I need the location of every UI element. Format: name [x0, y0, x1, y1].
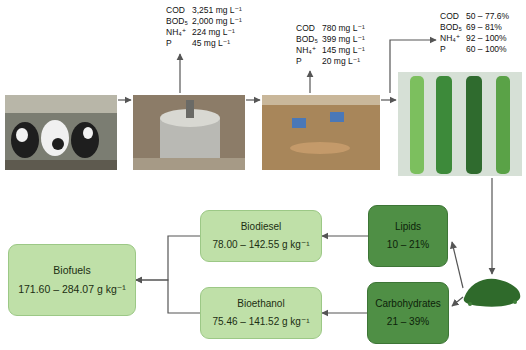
flow-arrow — [118, 99, 131, 100]
parameter-value: 3,251 mg L⁻¹ — [192, 6, 242, 15]
powder-grain — [468, 302, 472, 306]
cow — [71, 122, 99, 158]
process-arrows — [118, 40, 492, 306]
barn-roof — [5, 95, 117, 113]
node-value: 78.00 – 142.55 g kg⁻¹ — [212, 239, 309, 252]
lagoon-photo — [262, 95, 380, 170]
parameter-value: 69 – 81% — [466, 23, 502, 32]
node-heading: Carbohydrates — [375, 298, 441, 311]
leader-line — [390, 40, 436, 93]
flow-connector — [136, 280, 200, 313]
algae-powder — [464, 279, 521, 307]
cows-photo — [5, 95, 117, 170]
reactor-tube — [466, 76, 482, 174]
parameter-name: BOD₅ — [296, 35, 318, 44]
cow-patch — [83, 127, 93, 139]
aerator — [330, 112, 344, 122]
total-box: Biofuels 171.60 – 284.07 g kg⁻¹ — [8, 244, 136, 316]
parameter-name: P — [166, 39, 172, 48]
flow-connector — [136, 236, 200, 280]
component-box: Lipids 10 – 21% — [368, 205, 448, 267]
leader-line — [179, 54, 180, 93]
parameter-value: 780 mg L⁻¹ — [322, 24, 365, 33]
photo-ground — [5, 95, 117, 170]
reactor-tube — [496, 76, 510, 174]
aerator — [292, 118, 306, 128]
parameter-value: 224 mg L⁻¹ — [192, 28, 235, 37]
parameter-value: 50 – 77.6% — [466, 12, 509, 21]
parameter-name: BOD₅ — [440, 23, 462, 32]
photo-ground — [398, 72, 522, 176]
node-heading: Biodiesel — [241, 221, 282, 234]
parameter-value: 45 mg L⁻¹ — [192, 39, 230, 48]
node-heading: Bioethanol — [237, 298, 284, 311]
component-box: Carbohydrates 21 – 39% — [367, 282, 449, 344]
parameter-name: P — [296, 57, 302, 66]
node-value: 171.60 – 284.07 g kg⁻¹ — [18, 283, 126, 296]
product-box: Bioethanol 75.46 – 141.52 g kg⁻¹ — [200, 287, 322, 339]
cow-patch — [52, 138, 64, 150]
reactor-tube — [410, 76, 424, 174]
parameter-value: 20 mg L⁻¹ — [322, 57, 360, 66]
photobioreactor-photo — [398, 72, 522, 176]
lagoon-water — [262, 95, 380, 170]
tank-photo — [133, 95, 245, 170]
barn-floor — [5, 160, 117, 170]
parameter-value: 92 – 100% — [466, 34, 507, 43]
flow-connector — [322, 312, 367, 313]
leader-line — [309, 71, 310, 93]
parameter-name: COD — [166, 6, 185, 15]
flow-connector — [322, 235, 368, 236]
reactor-tube — [436, 76, 452, 174]
parameter-value: 145 mg L⁻¹ — [322, 46, 365, 55]
parameter-value: 399 mg L⁻¹ — [322, 35, 365, 44]
parameter-name: COD — [296, 24, 315, 33]
node-value: 75.46 – 141.52 g kg⁻¹ — [212, 316, 309, 329]
powder-grain — [513, 300, 517, 304]
parameter-value: 60 – 100% — [466, 45, 507, 54]
node-value: 10 – 21% — [387, 239, 429, 252]
parameter-name: BOD₅ — [166, 17, 188, 26]
parameter-name: NH₄⁺ — [296, 46, 316, 55]
flow-arrow — [452, 297, 463, 306]
tank-floor — [133, 158, 245, 170]
node-value: 21 – 39% — [387, 316, 429, 329]
cow — [41, 120, 69, 156]
flow-arrow — [491, 178, 492, 274]
parameter-name: NH₄⁺ — [440, 34, 460, 43]
lagoon-foam — [290, 142, 350, 154]
product-box: Biodiesel 78.00 – 142.55 g kg⁻¹ — [200, 210, 322, 262]
photo-ground — [133, 95, 245, 170]
parameter-name: P — [440, 45, 446, 54]
parameter-name: COD — [440, 12, 459, 21]
flow-arrow — [381, 99, 396, 100]
cow-patch — [16, 128, 28, 142]
lagoon-bank — [262, 95, 380, 105]
powder-pile — [464, 279, 521, 307]
parameter-value: 2,000 mg L⁻¹ — [192, 17, 242, 26]
node-heading: Biofuels — [53, 264, 90, 277]
flow-arrow — [246, 99, 260, 100]
node-heading: Lipids — [395, 221, 421, 234]
tank-mixer — [186, 100, 194, 118]
parameter-name: NH₄⁺ — [166, 28, 186, 37]
flow-arrow — [452, 242, 463, 288]
cow — [11, 122, 39, 158]
